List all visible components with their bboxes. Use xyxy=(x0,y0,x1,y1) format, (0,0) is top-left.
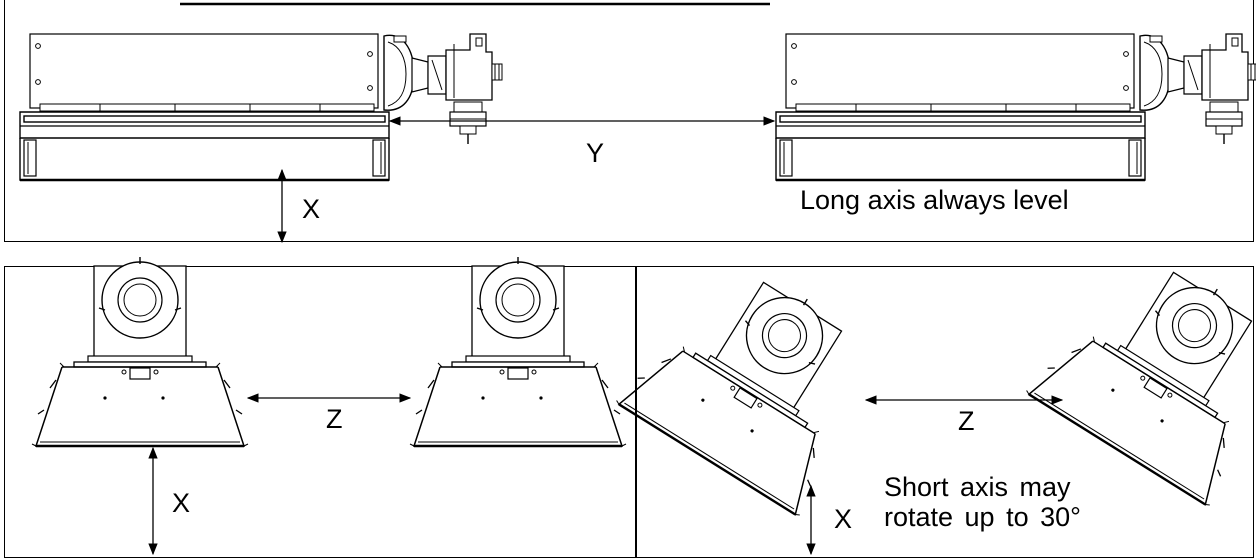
z-label-left: Z xyxy=(326,404,343,434)
short-axis-note: Short axis may rotate up to 30° xyxy=(884,472,1081,532)
x-label-top: X xyxy=(302,194,321,224)
y-label: Y xyxy=(586,138,605,168)
heater-right-long-view xyxy=(774,32,1256,182)
long-axis-note: Long axis always level xyxy=(800,185,1069,215)
short-axis-rotated-panel xyxy=(636,266,1254,558)
short-axis-note-line2: rotate up to 30° xyxy=(884,502,1081,533)
z-label-right: Z xyxy=(958,406,975,436)
heater-rotated-right xyxy=(1024,230,1256,508)
x-label-bottom-right: X xyxy=(834,504,853,534)
short-axis-note-line1: Short axis may xyxy=(884,472,1071,502)
heater-right-end-view xyxy=(408,255,628,448)
heater-rotated-left xyxy=(614,240,901,518)
x-label-bottom-left: X xyxy=(172,488,191,518)
heater-left-end-view xyxy=(30,255,250,448)
heater-left-long-view xyxy=(18,32,504,182)
